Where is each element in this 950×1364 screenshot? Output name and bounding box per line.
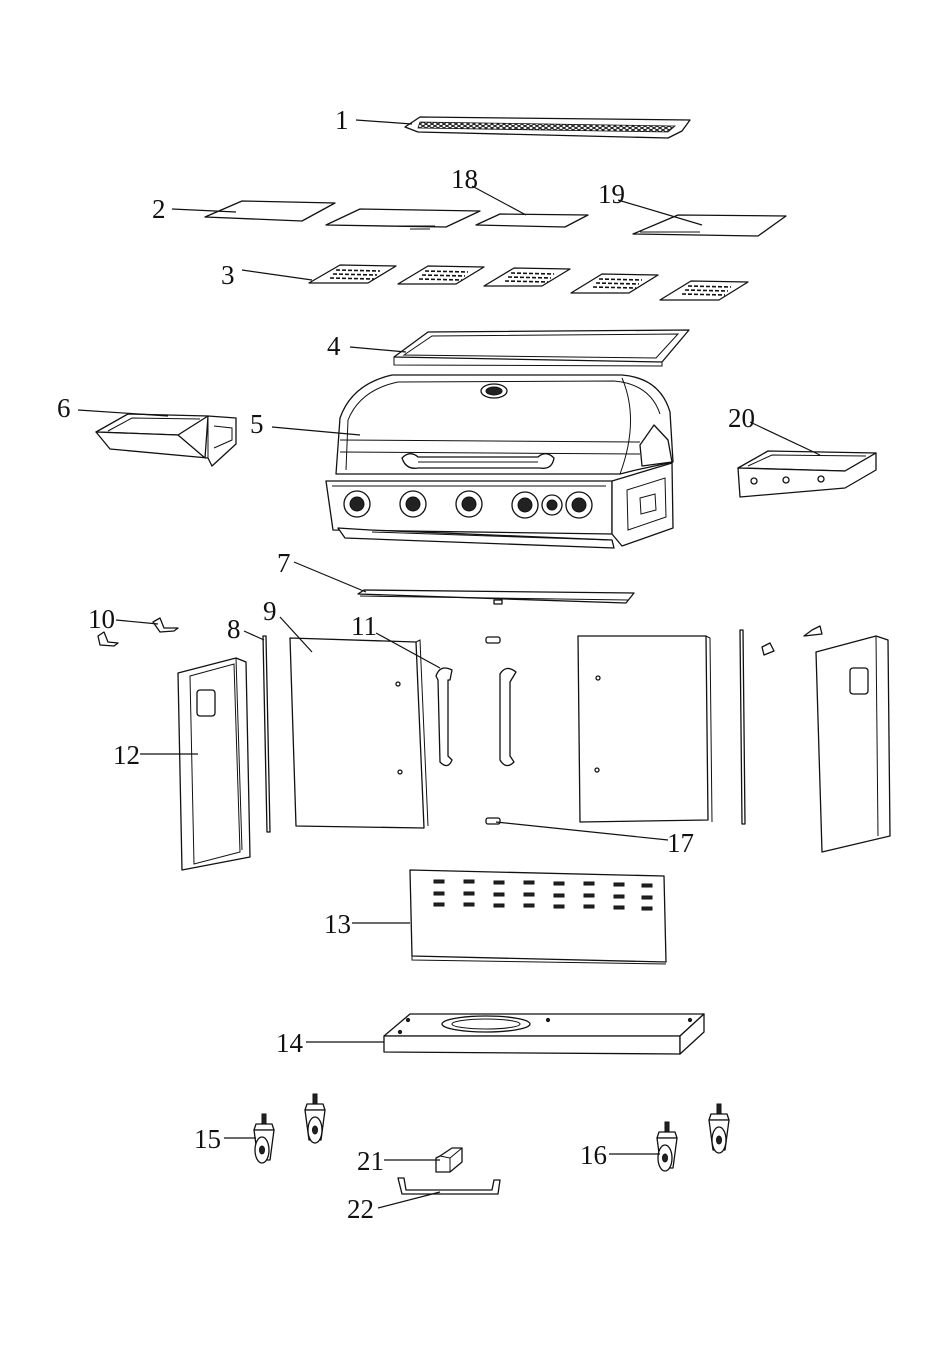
callout-16: 16 [580,1140,607,1170]
right-side-panel [816,636,890,852]
callout-19: 19 [598,179,625,209]
part-7-cabinet-top-panel [358,590,634,604]
callout-14: 14 [276,1028,304,1058]
callout-1: 1 [335,105,349,135]
caster-wheel [254,1114,274,1163]
callout-8: 8 [227,614,241,644]
flame-tamer [571,274,658,293]
part-5-grill-head [326,375,673,548]
callout-12: 12 [113,740,140,770]
right-door [578,636,712,822]
part-4-lid-panel [394,330,689,366]
part-13-back-panel [410,870,666,964]
part-16-casters [657,1104,729,1171]
part-6-left-shelf [96,414,236,466]
callout-10: 10 [88,604,115,634]
part-20-right-shelf [738,451,876,497]
part-17-magnet-catch [486,818,500,824]
callout-21: 21 [357,1146,384,1176]
part-1-warming-rack [405,117,690,138]
part-12-left-side-panel [178,658,250,870]
callout-20: 20 [728,403,755,433]
callout-7: 7 [277,548,291,578]
part-15-casters [254,1094,325,1163]
part-22-tray-rail [398,1178,500,1194]
flame-tamer [660,281,748,300]
callout-11: 11 [351,611,377,641]
part-11-door-handles [436,637,516,766]
callout-3: 3 [221,260,235,290]
callout-4: 4 [327,331,341,361]
callout-15: 15 [194,1124,221,1154]
callout-17: 17 [667,828,694,858]
callout-6: 6 [57,393,71,423]
callout-13: 13 [324,909,351,939]
part-10-hinge-brackets [98,618,822,655]
part-9-left-door [290,638,428,828]
caster-wheel [657,1122,677,1171]
part-19-cooking-grate [633,215,786,236]
callout-2: 2 [152,194,166,224]
part-3-flame-tamers [309,265,748,300]
caster-wheel [305,1094,325,1143]
flame-tamer [309,265,396,283]
callout-5: 5 [250,409,264,439]
callout-22: 22 [347,1194,374,1224]
flame-tamer [484,268,570,286]
part-18-cooking-grate [476,214,588,227]
caster-wheel [709,1104,729,1153]
part-2-cooking-grate [205,201,480,229]
part-14-base-platform [384,1014,704,1054]
callout-18: 18 [451,164,478,194]
callout-9: 9 [263,596,277,626]
flame-tamer [398,266,484,284]
